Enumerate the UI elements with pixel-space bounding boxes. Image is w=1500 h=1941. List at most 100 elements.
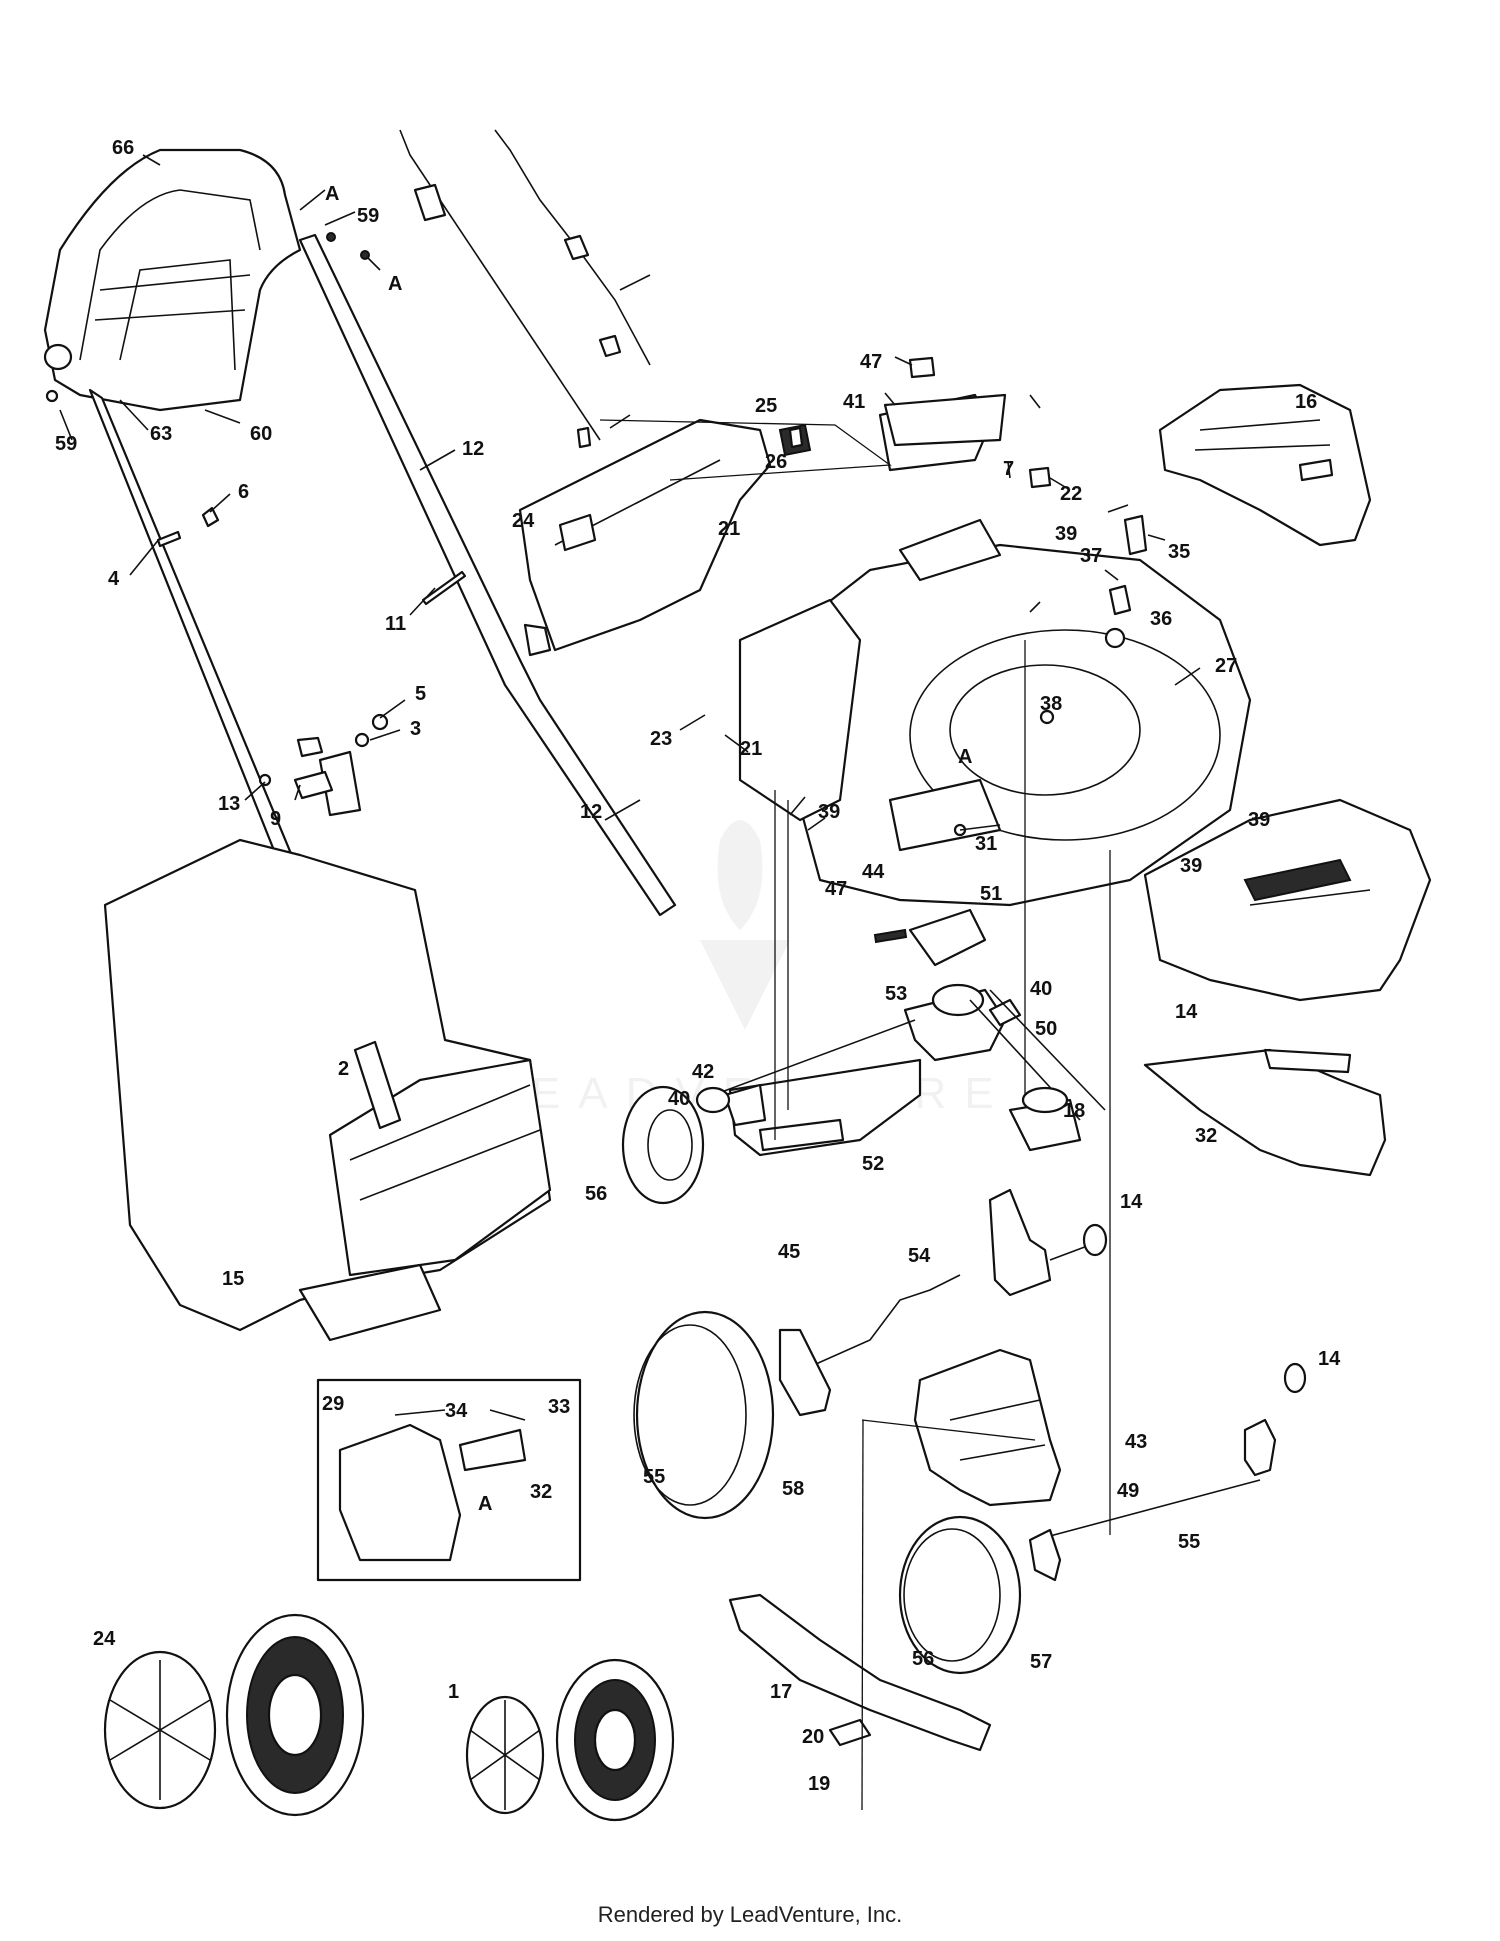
rear-wheel-small <box>465 1658 675 1822</box>
alignment-guides <box>774 640 1111 1811</box>
part-label-39-d: 39 <box>1180 855 1202 877</box>
blade <box>728 1593 992 1752</box>
part-label-29: 29 <box>322 1393 344 1415</box>
part-label-21-lower: 21 <box>740 738 762 760</box>
part-label-56: 56 <box>585 1183 607 1205</box>
part-label-13: 14 <box>1175 1001 1198 1023</box>
part-label-a-inset: A <box>478 1493 492 1515</box>
part-label-53: 54 <box>908 1245 931 1267</box>
mower-deck <box>738 518 1252 907</box>
part-label-40-a: 40 <box>1030 978 1052 1000</box>
wheel-58 <box>633 1310 832 1520</box>
side-discharge-door <box>1143 798 1432 1002</box>
part-label-24: 24 <box>93 1628 116 1650</box>
part-label-28: 27 <box>1215 655 1237 677</box>
part-label-55-a: 55 <box>643 1466 665 1488</box>
part-label-59-lower: 59 <box>55 433 77 455</box>
rear-baffle <box>913 1348 1062 1507</box>
part-label-18: 18 <box>1063 1100 1085 1122</box>
part-label-63: A <box>325 183 339 205</box>
part-label-39-c: 39 <box>1248 809 1270 831</box>
wheel-57 <box>898 1515 1022 1675</box>
grass-bag <box>103 838 552 1342</box>
part-label-58: 58 <box>782 1478 804 1500</box>
side-discharge-chute <box>1143 1048 1387 1177</box>
handle-hardware <box>45 232 467 800</box>
part-label-17: 17 <box>770 1681 792 1703</box>
part-label-27: 26 <box>765 451 787 473</box>
part-label-54: 55 <box>1178 1531 1200 1553</box>
part-labels: 66 A 59 A 59 63 60 12 47 41 25 26 16 7 2… <box>55 137 1341 1795</box>
part-label-31: 32 <box>1195 1125 1217 1147</box>
part-label-35: 35 <box>1168 541 1190 563</box>
part-label-2: 2 <box>338 1058 349 1080</box>
footer-credit: Rendered by LeadVenture, Inc. <box>597 1902 903 1927</box>
part-label-15: 15 <box>222 1268 244 1290</box>
part-label-45: 45 <box>778 1241 800 1263</box>
part-label-14-b: 14 <box>1318 1348 1341 1370</box>
part-label-46: 47 <box>860 351 882 373</box>
part-label-61: 63 <box>150 423 172 445</box>
part-label-14-a: 14 <box>1120 1191 1143 1213</box>
part-label-a-deck: A <box>958 746 972 768</box>
part-label-40-b: 40 <box>668 1088 690 1110</box>
part-label-7: 7 <box>1003 458 1014 480</box>
part-label-44: 44 <box>862 861 885 883</box>
part-label-20: 20 <box>802 1726 824 1748</box>
part-label-42: 42 <box>692 1061 714 1083</box>
part-label-23: 23 <box>650 728 672 750</box>
part-label-5: 5 <box>415 683 426 705</box>
part-label-64: A <box>388 273 402 295</box>
part-label-4: 4 <box>108 568 120 590</box>
rear-axle <box>1028 1362 1307 1582</box>
part-label-39-a: 39 <box>1055 523 1077 545</box>
part-label-55-b: 56 <box>912 1648 934 1670</box>
part-label-6: 6 <box>238 481 249 503</box>
part-label-62: 66 <box>112 137 134 159</box>
lower-handle-right <box>298 233 677 917</box>
part-label-60: 60 <box>250 423 272 445</box>
part-label-30: 31 <box>975 833 997 855</box>
part-label-21: 21 <box>718 518 740 540</box>
part-label-26: 25 <box>755 395 777 417</box>
part-label-22: 22 <box>1060 483 1082 505</box>
part-label-47: 47 <box>825 878 847 900</box>
part-label-9: 11 <box>385 613 406 635</box>
part-label-36: 36 <box>1150 608 1172 630</box>
part-label-8: 9 <box>270 808 281 830</box>
part-label-12: 12 <box>462 438 484 460</box>
transmission-assembly <box>695 908 1106 1157</box>
part-label-52: 53 <box>885 983 907 1005</box>
part-label-57: 57 <box>1030 1651 1052 1673</box>
front-height-adjuster <box>779 1188 1108 1381</box>
front-cover <box>1158 383 1372 547</box>
part-label-48: 49 <box>1117 1480 1139 1502</box>
hardware-springs <box>576 356 1148 944</box>
control-cables <box>399 129 651 441</box>
drive-pulley <box>621 1085 705 1205</box>
part-label-25: 24 <box>512 510 535 532</box>
upper-handle-console <box>43 148 302 412</box>
part-label-10: 13 <box>218 793 240 815</box>
part-label-11: 12 <box>580 801 602 823</box>
part-label-41: 41 <box>843 391 865 413</box>
part-label-59: 59 <box>357 205 379 227</box>
part-label-1: 1 <box>448 1681 459 1703</box>
part-label-50: 51 <box>980 883 1002 905</box>
part-label-16: 16 <box>1295 391 1317 413</box>
part-label-39-b: 39 <box>818 801 840 823</box>
part-label-34: 34 <box>445 1400 468 1422</box>
inset-box <box>316 1378 582 1582</box>
part-label-32: 32 <box>530 1481 552 1503</box>
leader-lines <box>59 154 1201 831</box>
part-label-37: 37 <box>1080 545 1102 567</box>
part-label-3: 3 <box>410 718 421 740</box>
part-label-49: 50 <box>1035 1018 1057 1040</box>
part-label-38: 38 <box>1040 693 1062 715</box>
part-label-19: 19 <box>808 1773 830 1795</box>
rear-wheel-large <box>103 1613 365 1817</box>
part-label-51: 52 <box>862 1153 884 1175</box>
part-label-43: 43 <box>1125 1431 1147 1453</box>
part-label-33: 33 <box>548 1396 570 1418</box>
